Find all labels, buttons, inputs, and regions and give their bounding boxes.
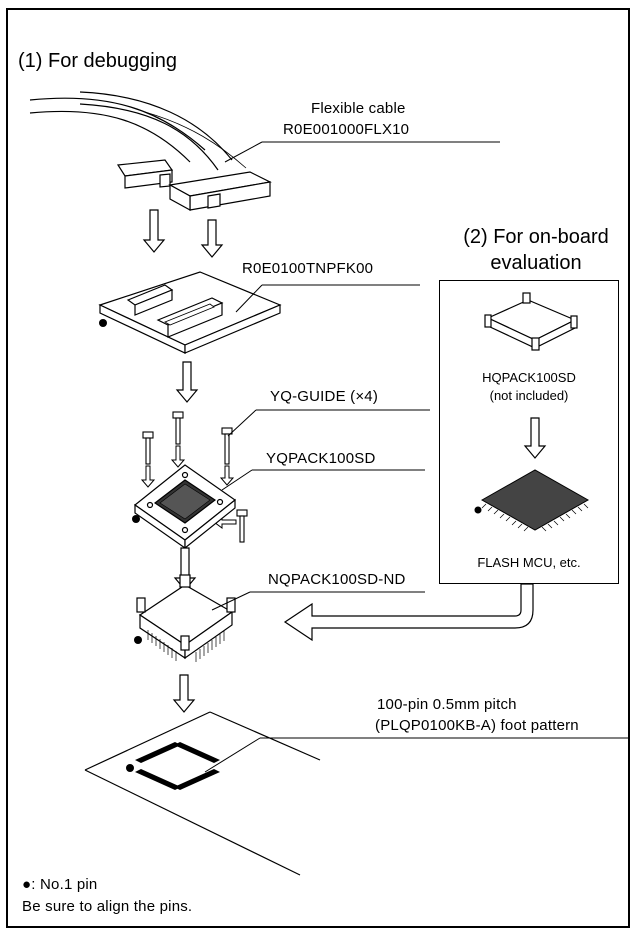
foot-pattern-label: 100-pin 0.5mm pitch [377, 696, 517, 713]
yq-guide-label: YQ-GUIDE (×4) [270, 388, 379, 405]
yqpack-illustration [133, 464, 237, 550]
nqpack-label: NQPACK100SD-ND [268, 571, 406, 588]
cable-connector-right [168, 171, 272, 212]
flex-cable-label: Flexible cable [311, 100, 406, 117]
pin1-marker-yqpack [132, 515, 140, 523]
onboard-evaluation-box [439, 280, 619, 584]
tnpfk-board-illustration [98, 271, 282, 354]
nqpack-leader-line [211, 591, 425, 611]
yq-guide-screws [142, 411, 248, 543]
arrow-cable-to-board-left [142, 209, 166, 253]
section2-title-line1: (2) For on-board [463, 226, 609, 248]
arrow-cable-to-board-right [200, 219, 224, 258]
foot-pattern-leader-line [204, 737, 628, 773]
arrow-nqpack-to-foot [172, 674, 196, 713]
flexible-cable-illustration [29, 91, 247, 171]
tnpfk-leader-line [235, 284, 420, 313]
yqpack-leader-line [221, 469, 425, 491]
foot-pattern-package: (PLQP0100KB-A) foot pattern [375, 717, 579, 734]
nqpack-illustration [136, 574, 236, 660]
yqpack-label: YQPACK100SD [266, 450, 376, 467]
cable-leader-line [224, 141, 500, 163]
pin1-note-text: : No.1 pin [31, 876, 98, 893]
hqpack-label: HQPACK100SD [482, 370, 576, 385]
hqpack-note: (not included) [489, 388, 569, 403]
align-note: Be sure to align the pins. [22, 898, 193, 915]
arrow-eval-to-nqpack [283, 583, 534, 642]
arrow-hqpack-to-mcu [523, 417, 547, 459]
pin1-marker-board [99, 319, 107, 327]
flash-mcu-label: FLASH MCU, etc. [477, 555, 581, 570]
arrow-board-to-yqpack [175, 361, 199, 403]
yq-guide-leader-line [227, 409, 430, 437]
foot-pattern-pads [135, 742, 220, 790]
section2-title-line2: evaluation [490, 252, 582, 274]
nqpack-pins [147, 630, 225, 662]
section1-title: (1) For debugging [18, 50, 177, 72]
tnpfk-label: R0E0100TNPFK00 [242, 260, 374, 277]
flash-mcu-leads [481, 503, 589, 532]
foot-pattern-board [84, 711, 321, 876]
pin1-marker-mcu [474, 506, 482, 514]
cable-connector-left [116, 159, 174, 189]
pin1-note: ●: No.1 pin [22, 876, 97, 893]
pin1-note-marker: ● [22, 876, 32, 893]
pin1-marker-nqpack [134, 636, 142, 644]
diagram-frame [6, 8, 630, 928]
hqpack-illustration [484, 292, 578, 351]
flash-mcu-illustration [480, 469, 590, 531]
pin1-marker-foot [126, 764, 134, 772]
flex-cable-part-number: R0E001000FLX10 [283, 121, 410, 138]
